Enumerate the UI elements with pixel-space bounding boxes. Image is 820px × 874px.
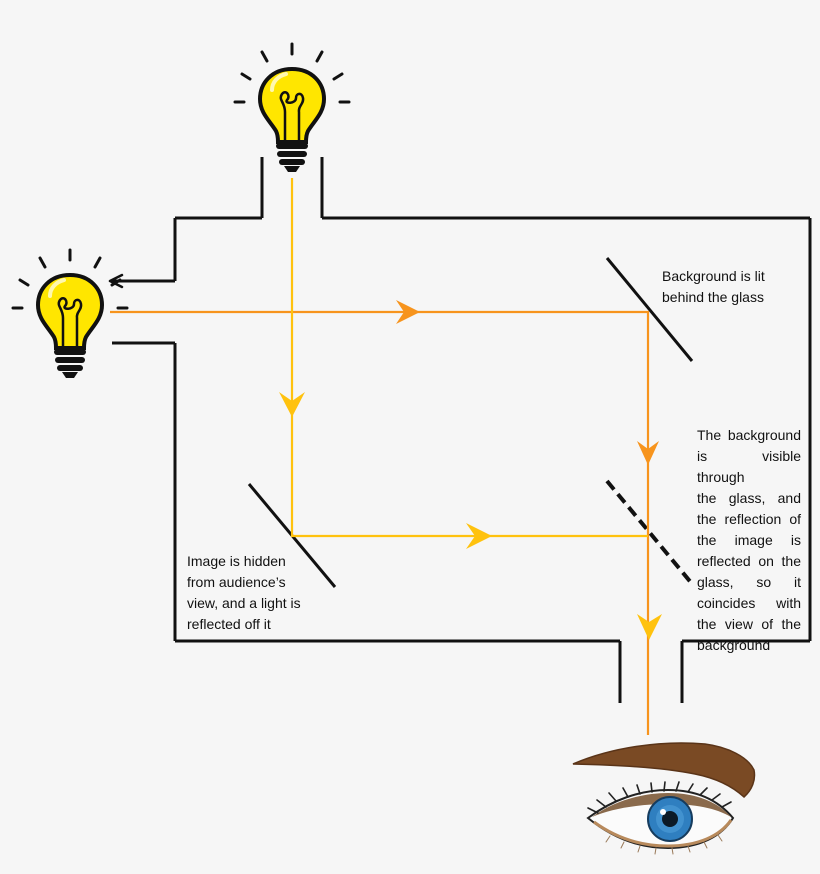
label-line: behind the glass: [662, 289, 764, 305]
label-line: the reflection of: [697, 511, 801, 527]
yellow-ray: [290, 178, 648, 538]
viewing-glass: [605, 479, 695, 587]
label-line: the view of the: [697, 616, 801, 632]
combined-ray-arrow-down: [637, 614, 662, 640]
label-line: reflected off it: [187, 616, 271, 632]
label-background-lit: Background is lit behind the glass: [662, 266, 765, 308]
box-outline: [112, 157, 812, 703]
label-line: reflected on the: [697, 553, 801, 569]
label-line: Background is lit: [662, 268, 765, 284]
orange-ray-arrow-down: [637, 441, 659, 465]
lightbulb-icon: [233, 42, 351, 174]
yellow-ray-arrow-right: [466, 523, 492, 549]
label-line: coincides with: [697, 595, 801, 611]
background-glass: [605, 257, 694, 362]
orange-ray: [110, 310, 650, 735]
label-line: Image is hidden: [187, 553, 286, 569]
label-line: the glass, and: [697, 490, 801, 506]
label-line: from audience’s: [187, 574, 286, 590]
yellow-ray-arrow-down: [279, 392, 305, 417]
lightbulb-icon: [11, 248, 129, 380]
label-line: view, and a light is: [187, 595, 301, 611]
orange-ray-arrow-right: [396, 300, 420, 324]
eye-icon: [572, 742, 756, 855]
label-line: glass, so it: [697, 574, 801, 590]
label-background-visible: The background is visible through the gl…: [697, 425, 801, 656]
label-line: is visible through: [697, 448, 801, 485]
label-line: The background: [697, 427, 801, 443]
label-image-hidden: Image is hidden from audience’s view, an…: [187, 551, 301, 635]
label-line: the image is: [697, 532, 801, 548]
label-line: background: [697, 637, 771, 653]
